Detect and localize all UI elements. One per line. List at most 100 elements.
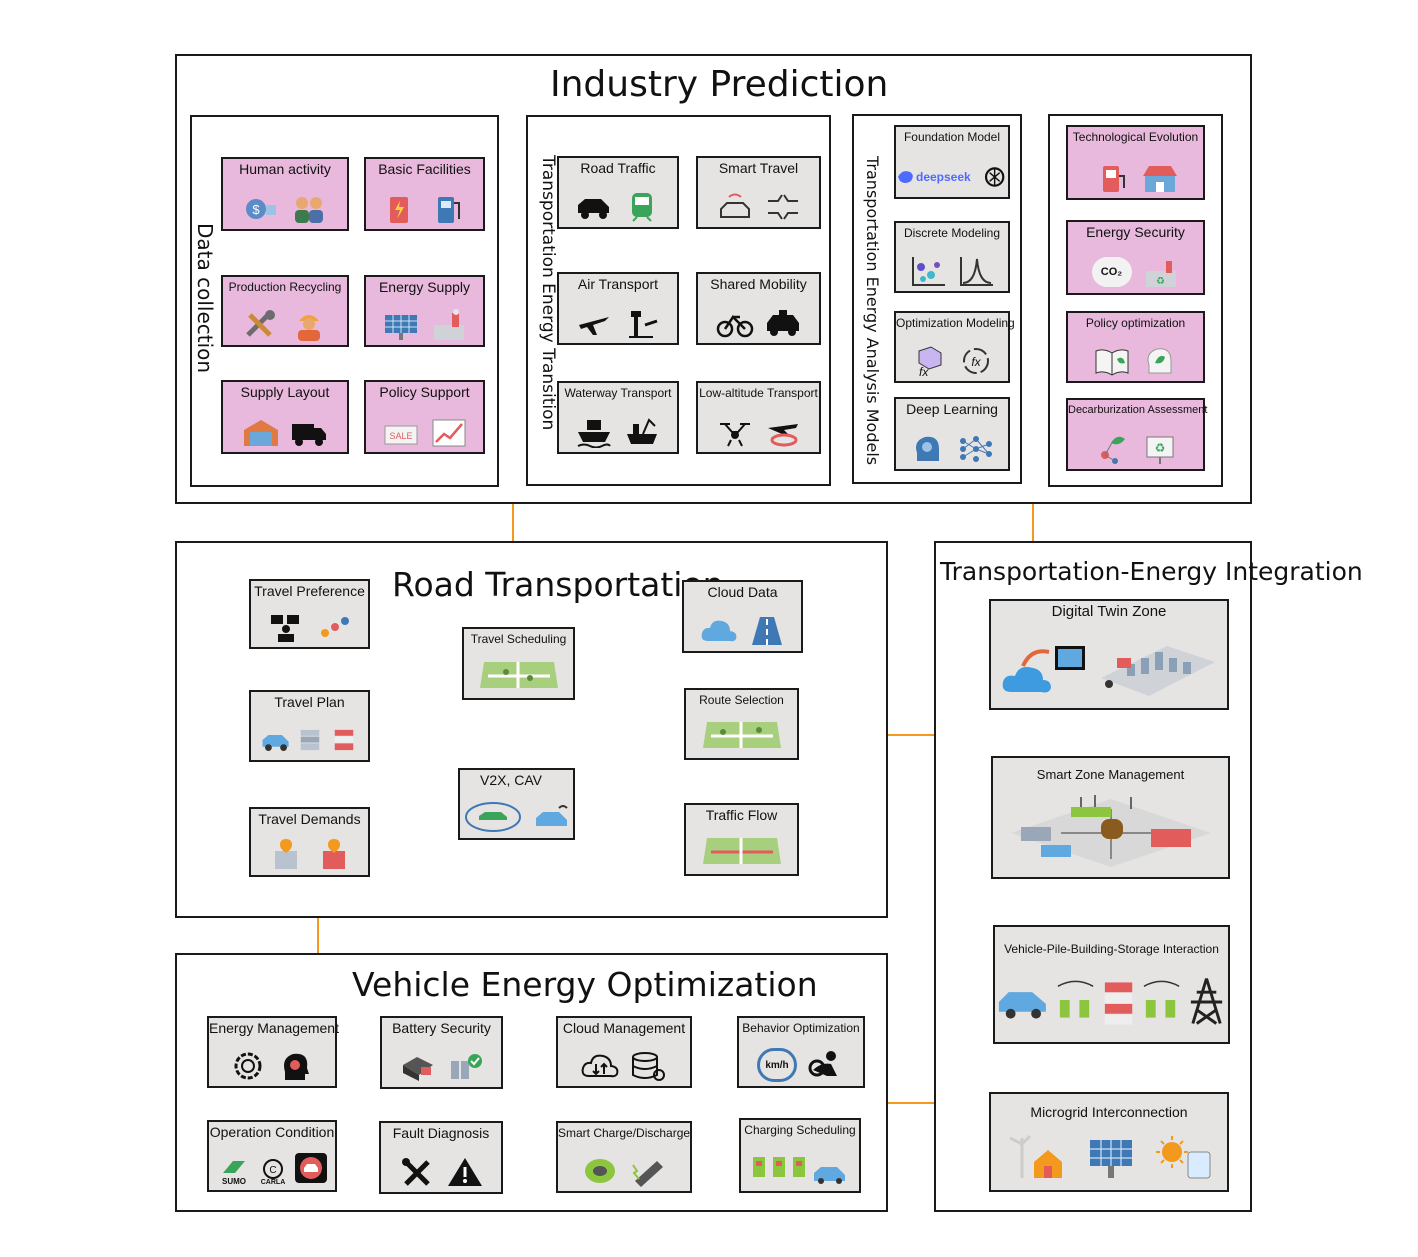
box-label: Deep Learning (906, 401, 998, 417)
power-tower-icon (1190, 978, 1223, 1025)
openai-logo-icon (984, 167, 1005, 187)
wrench-screwdriver-icon (402, 1158, 430, 1186)
industrial-zone-icon (1010, 795, 1211, 867)
box-label: Decarburization Assessment (1068, 404, 1208, 416)
solar-panel-icon (384, 315, 417, 340)
distribution-chart-icon (960, 257, 993, 286)
speedometer-icon: km/h (757, 1048, 797, 1082)
box-label: Energy Security (1086, 224, 1185, 240)
box-label: Energy Supply (378, 279, 471, 295)
vehicle-network-icon (464, 802, 521, 832)
cloud-management-box: Cloud Management (556, 1016, 692, 1088)
policy-support-box: Policy Support SALE (364, 380, 485, 454)
smart-travel-box: Smart Travel (696, 156, 821, 229)
svg-text:♻: ♻ (1154, 441, 1165, 455)
airplane-icon (579, 317, 609, 335)
travel-demands-box: Travel Demands (249, 807, 370, 877)
transition-label: Transportation Energy Transition (538, 155, 558, 431)
svg-text:♻: ♻ (1156, 276, 1165, 287)
supply-layout-box: Supply Layout (221, 380, 349, 454)
digital-twin-zone-box: Digital Twin Zone (989, 599, 1229, 710)
box-label: Policy Support (379, 384, 470, 400)
box-label: Human activity (239, 161, 331, 177)
box-label: Fault Diagnosis (392, 1125, 490, 1141)
box-label: Production Recycling (228, 280, 342, 294)
charging-station-icon (389, 197, 408, 223)
carla-logo: C CARLA (256, 1152, 290, 1186)
box-label: Supply Layout (240, 384, 330, 400)
small-aircraft-icon (767, 424, 798, 447)
box-label: Travel Demands (258, 811, 361, 827)
box-label: Shared Mobility (710, 276, 807, 292)
connected-blue-car-icon (535, 805, 568, 826)
low-altitude-transport-box: Low-altitude Transport (696, 381, 821, 454)
data-collection-label: Data collection (193, 223, 217, 374)
svg-text:fx: fx (971, 355, 981, 369)
building-stack-icon (300, 729, 319, 751)
cloud-sync-icon (581, 1054, 619, 1078)
deep-learning-box: Deep Learning (894, 397, 1010, 471)
box-label: Optimization Modeling (896, 316, 1015, 330)
gear-cycle-icon (234, 1052, 262, 1080)
sumo-text: SUMO (222, 1177, 246, 1186)
fault-diagnosis-box: Fault Diagnosis (379, 1121, 503, 1194)
mind-gear-icon (284, 1053, 309, 1080)
ship-icon (577, 420, 611, 448)
smart-charge-box: Smart Charge/Discharge (556, 1121, 692, 1193)
box-label: Policy optimization (1085, 316, 1186, 330)
driver-icon (808, 1051, 837, 1077)
travel-plan-box: Travel Plan (249, 690, 370, 762)
svg-text:C: C (269, 1165, 276, 1176)
box-label: Smart Charge/Discharge (558, 1126, 691, 1140)
optimization-modeling-box: Optimization Modeling fx fx (894, 311, 1015, 383)
smart-city-icon (1101, 646, 1215, 696)
production-recycling-box: Production Recycling (221, 275, 349, 347)
taxi-icon (766, 310, 799, 336)
box-label: Cloud Data (707, 584, 778, 600)
travel-preference-box: Travel Preference (249, 579, 370, 649)
airport-tower-icon (629, 311, 658, 338)
energy-management-box: Energy Management (207, 1016, 339, 1088)
industry-prediction-title: Industry Prediction (550, 64, 889, 105)
box-label: Air Transport (577, 276, 659, 292)
growth-chart-icon (432, 419, 465, 447)
battery-check-icon (450, 1054, 482, 1079)
blue-car-icon (262, 734, 289, 751)
money-icon: $ (246, 199, 276, 219)
traffic-map-icon (702, 838, 781, 864)
battery-charge-icon (632, 1161, 663, 1187)
box-label: Energy Management (209, 1020, 339, 1036)
sumo-logo: SUMO (216, 1152, 252, 1186)
battery-security-box: Battery Security (380, 1016, 503, 1089)
drone-icon (719, 423, 750, 447)
cloud-monitor-icon (1002, 646, 1085, 693)
gray-building-pin-icon (274, 839, 297, 869)
recycling-factory-icon: ♻ (1145, 261, 1176, 287)
integration-title: Transportation-Energy Integration (940, 557, 1363, 586)
charging-piles-icon (1057, 980, 1094, 1018)
cube-function-icon: fx (918, 346, 942, 377)
fuel-pump-icon (437, 197, 460, 223)
air-transport-box: Air Transport (557, 272, 679, 345)
waterway-transport-box: Waterway Transport (557, 381, 679, 454)
box-label: Behavior Optimization (742, 1021, 860, 1035)
human-activity-box: Human activity $ (221, 157, 349, 231)
map-icon (479, 662, 558, 688)
box-label: Travel Preference (254, 583, 365, 599)
box-label: Waterway Transport (564, 386, 672, 400)
box-label: Microgrid Interconnection (1030, 1104, 1188, 1120)
vehicle-pile-building-storage-box: Vehicle-Pile-Building-Storage Interactio… (993, 925, 1230, 1044)
box-label: Basic Facilities (378, 161, 471, 177)
smart-zone-management-box: Smart Zone Management (991, 756, 1230, 879)
bicycle-icon (716, 315, 753, 338)
charger-icon (773, 1157, 785, 1177)
warehouse-icon (244, 420, 278, 446)
charger-icon (753, 1157, 765, 1177)
carla-text: CARLA (260, 1179, 286, 1186)
recycling-board-icon: ♻ (1146, 436, 1173, 464)
cloud-icon (701, 620, 736, 642)
box-label: Cloud Management (562, 1020, 686, 1036)
behavior-optimization-box: Behavior Optimization km/h (737, 1016, 865, 1088)
box-label: Battery Security (392, 1020, 491, 1036)
